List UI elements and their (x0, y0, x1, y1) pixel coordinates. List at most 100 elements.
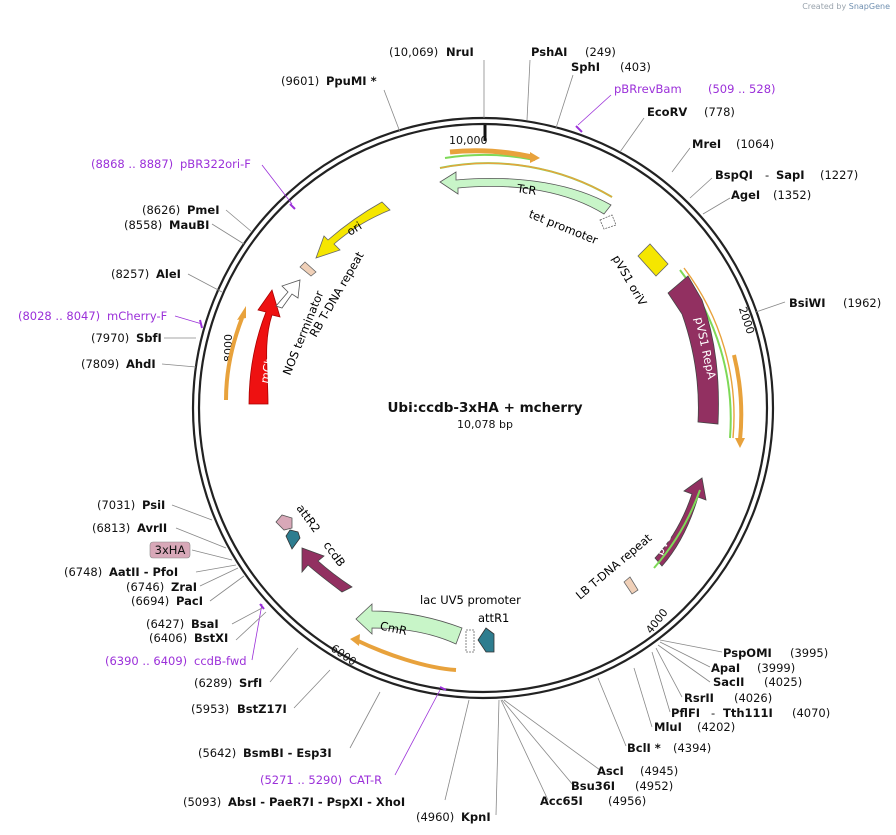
feature-tcr (439, 171, 612, 215)
site-sapi: SapI (776, 168, 805, 182)
site-bsiwi: BsiWI (789, 296, 826, 310)
site-bsmbi: BsmBI - Esp3I (243, 746, 332, 760)
site-pos-bstz17i: (5953) (191, 702, 229, 716)
site-pos-pmei: (8626) (142, 203, 180, 217)
staa-highlight (653, 489, 701, 569)
leader-pbr322ori-f (261, 164, 293, 205)
site-sphi: SphI (571, 60, 600, 74)
label-ori: ori (344, 219, 364, 239)
feature-3xha (275, 514, 293, 531)
feature-pvs1-repa (667, 275, 719, 425)
tick-2000: 2000 (736, 305, 757, 336)
leader-sacii (657, 644, 711, 683)
site-bsai: BsaI (191, 617, 219, 631)
site-pos-bsu36i: (4952) (635, 779, 673, 793)
site-pos-ahdi: (7809) (81, 357, 119, 371)
leader-ppumi (383, 89, 401, 133)
leader-bsu36i (501, 699, 574, 786)
leader-acc65i (500, 699, 549, 801)
primer-mark-pbrrevbam (575, 125, 583, 133)
leader-pshai (526, 59, 531, 121)
badge-3xha (149, 541, 191, 559)
feature-nos-terminator (275, 279, 301, 309)
feature-pvs1-oriv (637, 243, 669, 277)
leader-ccdb-fwd (251, 603, 263, 661)
backbone-inner (197, 122, 769, 694)
site-pos-acc65i: (4956) (608, 794, 646, 808)
cmr-orf (355, 638, 457, 672)
leader-bsai (231, 607, 263, 625)
site-kpni: KpnI (461, 810, 491, 824)
feature-mcherry (248, 289, 281, 405)
site-sacii: SacII (713, 675, 744, 689)
leader-bstz17i (293, 669, 331, 709)
site-pos-paci: (6694) (131, 594, 169, 608)
site-pos-agei: (1352) (773, 188, 811, 202)
leader-paci (209, 575, 245, 602)
tcr-orf (439, 162, 613, 198)
site-pshai: PshAI (531, 45, 567, 59)
leader-pbrrevbam (577, 94, 612, 126)
leader-aatii (195, 564, 237, 573)
primer-mark-ccdb-fwd (259, 603, 265, 610)
site-pos-bsmbi: (5642) (198, 746, 236, 760)
label-tet-promoter: tet promoter (527, 207, 600, 247)
snapgene-credit: Created by SnapGene (802, 2, 890, 11)
feature-tet-promoter (599, 214, 617, 230)
label-ccdb: ccdB (321, 539, 349, 570)
site-pos-aatii: (6748) (64, 565, 102, 579)
site-pos-bstxi: (6406) (149, 631, 187, 645)
primer-mark-cat-r (439, 686, 447, 691)
site-pos-alei: (8257) (111, 267, 149, 281)
site-pos-asci: (4945) (640, 764, 678, 778)
tick-10000: 10,000 (449, 134, 488, 147)
site-pos-cat-r: (5271 .. 5290) (260, 773, 342, 787)
site-bsu36i: Bsu36I (571, 779, 615, 793)
leader-3xha (191, 549, 233, 561)
site-pmei: PmeI (187, 203, 220, 217)
leader-mcherry-f (174, 315, 203, 325)
credit-prefix: Created by (802, 2, 847, 11)
feature-top-highlight (444, 153, 536, 161)
site-pflfi: PflFI (671, 706, 700, 720)
plasmid-length: 10,078 bp (457, 418, 513, 431)
right-orf-thin (683, 267, 735, 439)
leader-pmei (225, 209, 253, 233)
site-pos-mcherry-f: (8028 .. 8047) (18, 309, 100, 323)
right-orf-head (735, 438, 745, 448)
site-pos-sphi: (403) (620, 60, 651, 74)
site-rsrii: RsrII (684, 691, 714, 705)
site-pos-pflfi: (4070) (792, 706, 830, 720)
label-attr2: attR2 (294, 502, 324, 536)
feature-attr1 (477, 627, 495, 653)
label-lacuv5-promoter: lac UV5 promoter (420, 593, 521, 607)
leader-srfi (269, 647, 299, 683)
site-3xha: 3xHA (155, 543, 186, 557)
leader-ecorv (619, 117, 645, 153)
label-cmr: CmR (379, 619, 409, 638)
orf-top-head (530, 152, 540, 163)
site-pos-sacii: (4025) (764, 675, 802, 689)
leader-zrai (199, 567, 239, 587)
leader-mlui (633, 667, 653, 728)
site-avrii: AvrII (137, 521, 167, 535)
leader-asci (503, 699, 601, 771)
site-maubi: MauBI (169, 218, 209, 232)
site-pos-ecorv: (778) (704, 105, 735, 119)
site-zrai: ZraI (171, 580, 197, 594)
site-pos-xhoi: (5093) (183, 795, 221, 809)
leader-ahdi (161, 363, 197, 368)
site-aatii: AatII - PfoI (109, 565, 178, 579)
site-pos-bspqi: (1227) (820, 168, 858, 182)
leader-bspqi (689, 177, 713, 199)
site-pbrrevbam: pBRrevBam (614, 82, 682, 96)
site-asci: AscI (597, 764, 624, 778)
site-bstxi: BstXI (194, 631, 228, 645)
leader-psii (171, 504, 213, 521)
leader-bsiwi (755, 301, 786, 313)
orf-top (449, 148, 533, 160)
site-pos-sbfi: (7970) (91, 331, 129, 345)
site-ahdi: AhdI (126, 357, 156, 371)
site-pos-maubi: (8558) (124, 218, 162, 232)
